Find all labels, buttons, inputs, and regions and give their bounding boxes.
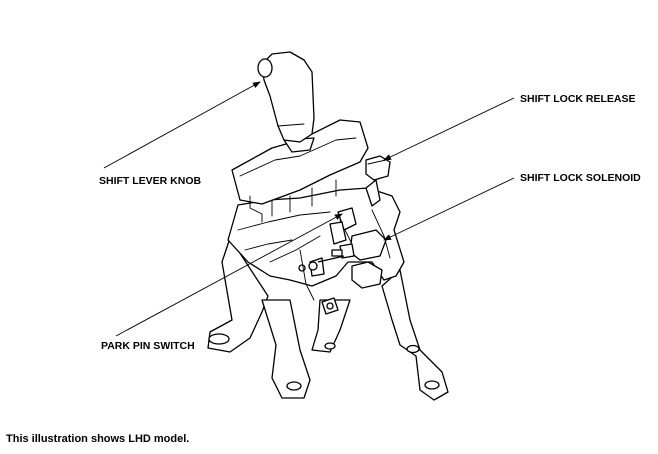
park-pin-switch-label: PARK PIN SWITCH <box>101 340 195 352</box>
shift-lock-solenoid-label: SHIFT LOCK SOLENOID <box>520 172 641 184</box>
shift-lever-knob-leader <box>103 81 261 169</box>
shift-lever-assembly-icon <box>207 51 449 401</box>
model-footnote: This illustration shows LHD model. <box>6 433 190 445</box>
shift-lock-release-label: SHIFT LOCK RELEASE <box>520 93 636 105</box>
park-pin-switch-leader <box>115 213 343 337</box>
shift-lock-solenoid-leader <box>383 177 515 241</box>
shift-lock-release-leader <box>383 97 515 161</box>
shift-lever-knob-label: SHIFT LEVER KNOB <box>99 175 202 187</box>
